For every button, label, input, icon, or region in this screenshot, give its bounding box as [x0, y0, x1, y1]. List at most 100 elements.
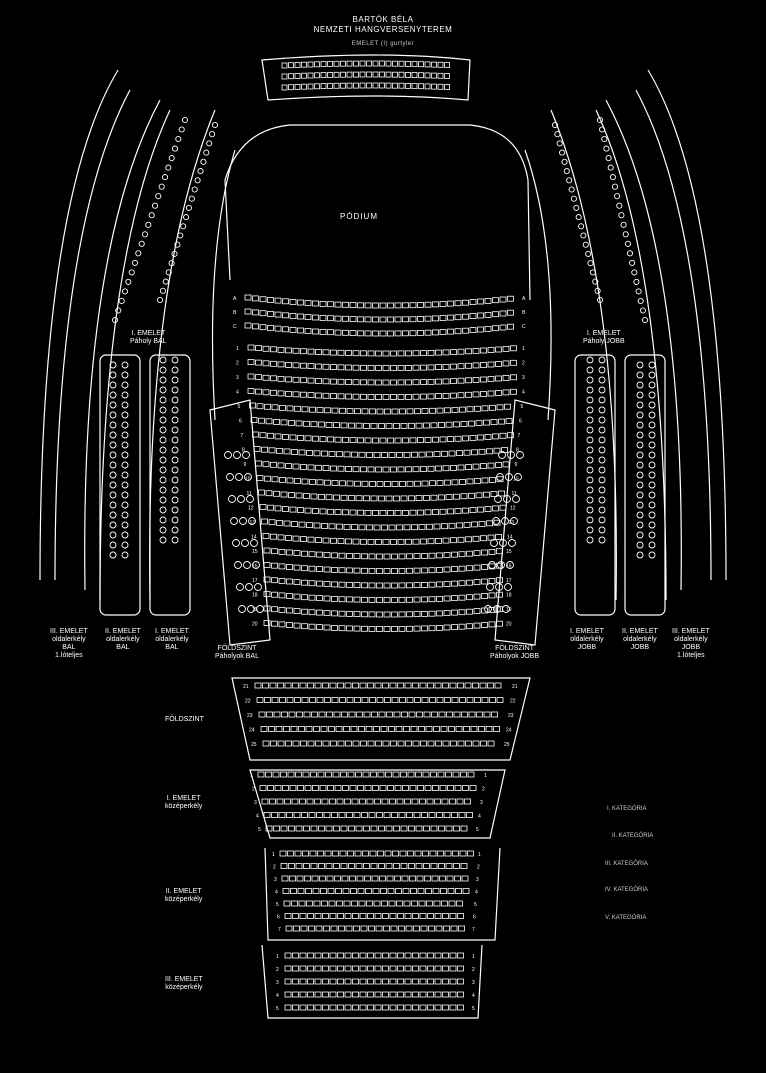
panorama-seat[interactable] — [559, 149, 566, 156]
seat[interactable] — [442, 965, 449, 972]
seat[interactable] — [405, 61, 411, 67]
seat[interactable] — [295, 492, 303, 499]
seat[interactable] — [270, 461, 277, 468]
seat[interactable] — [408, 495, 415, 502]
seat[interactable] — [271, 812, 278, 818]
box-seat[interactable] — [598, 536, 606, 544]
seat[interactable] — [449, 682, 457, 689]
seat[interactable] — [307, 913, 314, 919]
panorama-seat[interactable] — [151, 202, 159, 209]
box-seat[interactable] — [159, 386, 167, 394]
seat[interactable] — [372, 330, 379, 337]
seat[interactable] — [406, 480, 414, 487]
seat[interactable] — [320, 72, 327, 78]
seat[interactable] — [368, 626, 376, 632]
seat[interactable] — [292, 1004, 299, 1011]
seat[interactable] — [297, 785, 304, 791]
seat[interactable] — [385, 423, 393, 429]
seat[interactable] — [390, 394, 397, 400]
box-seat[interactable] — [586, 506, 594, 514]
box-seat[interactable] — [121, 501, 129, 509]
seat[interactable] — [458, 594, 466, 601]
seat[interactable] — [283, 448, 291, 455]
seat[interactable] — [315, 464, 322, 471]
seat[interactable] — [432, 785, 439, 791]
seat[interactable] — [389, 913, 397, 919]
panorama-seat[interactable] — [148, 212, 155, 219]
seat[interactable] — [488, 578, 496, 584]
seat[interactable] — [247, 344, 255, 351]
seat[interactable] — [368, 597, 376, 603]
seat[interactable] — [375, 539, 382, 545]
seat[interactable] — [336, 900, 343, 907]
seat[interactable] — [361, 480, 369, 487]
seat[interactable] — [434, 1004, 442, 1011]
seat[interactable] — [385, 495, 393, 502]
seat[interactable] — [319, 328, 327, 335]
seat[interactable] — [329, 1004, 337, 1011]
seat[interactable] — [285, 925, 293, 932]
seat[interactable] — [319, 875, 326, 882]
seat[interactable] — [364, 875, 371, 882]
seat[interactable] — [435, 465, 442, 472]
seat[interactable] — [322, 349, 330, 356]
seat[interactable] — [426, 451, 433, 458]
seat[interactable] — [331, 407, 339, 414]
box-seat[interactable] — [636, 531, 644, 539]
seat[interactable] — [399, 697, 406, 703]
seat[interactable] — [299, 682, 307, 689]
seat[interactable] — [330, 925, 338, 932]
seat[interactable] — [462, 313, 469, 320]
seat[interactable] — [305, 726, 313, 732]
seat[interactable] — [322, 965, 329, 972]
seat[interactable] — [417, 888, 425, 894]
panorama-seat[interactable] — [168, 260, 175, 267]
seat[interactable] — [260, 726, 268, 732]
seat[interactable] — [252, 323, 259, 330]
seat[interactable] — [352, 965, 359, 972]
seat[interactable] — [331, 567, 338, 573]
side-stall-seat[interactable] — [243, 561, 251, 569]
seat[interactable] — [414, 480, 421, 487]
seat[interactable] — [481, 405, 489, 412]
seat[interactable] — [301, 565, 308, 572]
seat[interactable] — [424, 83, 431, 90]
seat[interactable] — [412, 1004, 419, 1011]
seat[interactable] — [344, 991, 352, 998]
seat[interactable] — [349, 785, 357, 791]
seat[interactable] — [404, 798, 411, 805]
seat[interactable] — [303, 863, 310, 869]
seat[interactable] — [244, 308, 252, 315]
seat[interactable] — [398, 60, 405, 67]
seat[interactable] — [290, 888, 297, 894]
seat[interactable] — [330, 378, 337, 385]
seat[interactable] — [362, 771, 370, 778]
seat[interactable] — [284, 991, 292, 998]
seat[interactable] — [262, 389, 270, 396]
seat[interactable] — [316, 566, 323, 572]
seat[interactable] — [394, 785, 402, 791]
seat[interactable] — [442, 913, 449, 919]
seat[interactable] — [291, 900, 298, 907]
seat[interactable] — [427, 1004, 434, 1011]
seat[interactable] — [420, 466, 427, 472]
seat[interactable] — [259, 432, 267, 439]
seat[interactable] — [487, 534, 495, 541]
seat[interactable] — [392, 771, 400, 778]
seat[interactable] — [480, 535, 487, 542]
seat[interactable] — [348, 495, 355, 501]
box-seat[interactable] — [171, 396, 179, 404]
box-seat[interactable] — [171, 386, 179, 394]
seat[interactable] — [279, 850, 287, 857]
seat[interactable] — [496, 577, 503, 584]
box-seat[interactable] — [109, 501, 117, 509]
panorama-seat[interactable] — [177, 232, 184, 239]
box-seat[interactable] — [159, 436, 167, 444]
seat[interactable] — [300, 377, 307, 384]
box-seat[interactable] — [159, 476, 167, 484]
seat[interactable] — [322, 913, 329, 919]
seat[interactable] — [428, 567, 436, 574]
seat[interactable] — [325, 825, 333, 832]
seat[interactable] — [409, 437, 417, 444]
seat[interactable] — [451, 407, 459, 413]
